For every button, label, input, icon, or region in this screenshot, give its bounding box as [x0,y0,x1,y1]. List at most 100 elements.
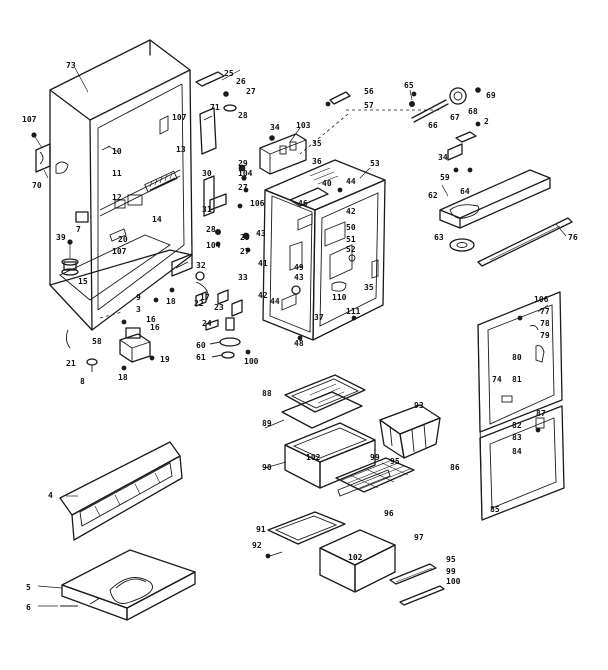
callout-label: 104 [238,169,253,178]
callout-label: 26 [236,77,246,86]
callout-label: 28 [238,111,248,120]
callout-label: 41 [258,259,268,268]
callout-label: 58 [92,337,102,346]
callout-label: 96 [384,509,394,518]
door-bin [379,404,441,459]
callout-label: 85 [490,505,500,514]
callout-label: 76 [568,233,578,242]
callout-label: 14 [152,215,162,224]
leader-lines [37,67,567,607]
connector-plug [299,91,440,155]
callout-label: 107 [172,113,187,122]
callout-label: 74 [492,375,502,384]
callout-label: 27 [240,247,250,256]
callout-label: 102 [348,553,363,562]
callout-label: 97 [414,533,424,542]
callout-label: 16 [150,323,160,332]
callout-label: 24 [202,319,212,328]
callout-label: 59 [440,173,450,182]
callout-label: 67 [450,113,460,122]
callout-label: 49 [294,263,304,272]
callout-label: 6 [26,603,31,612]
callout-label: 33 [238,273,248,282]
callout-label: 17 [200,293,210,302]
callout-label: 12 [112,193,122,202]
callout-label: 22 [194,299,204,308]
callout-label: 2 [484,117,489,126]
callout-label: 27 [246,87,256,96]
callout-label: 16 [146,315,156,324]
callout-label: 15 [78,277,88,286]
callout-label: 89 [262,419,272,428]
callout-label: 50 [346,223,356,232]
callout-label: 51 [346,235,356,244]
callout-label: 106 [534,295,549,304]
callout-label: 30 [202,169,212,178]
callout-label: 68 [468,107,478,116]
callout-label: 40 [322,179,332,188]
callout-label: 56 [364,87,374,96]
callout-label: 57 [364,101,374,110]
callout-label: 95 [446,555,456,564]
callout-label: 7 [76,225,81,234]
callout-label: 90 [262,463,272,472]
callout-label: 63 [434,233,444,242]
callout-label: 93 [414,401,424,410]
callout-label: 80 [512,353,522,362]
callout-label: 11 [112,169,122,178]
callout-label: 70 [32,181,42,190]
callout-label: 86 [450,463,460,472]
top-control-housing [259,133,307,175]
callout-label: 92 [252,541,262,550]
callout-label: 21 [66,359,76,368]
callout-label: 64 [460,187,470,196]
callout-label: 82 [512,421,522,430]
callout-label: 20 [118,235,128,244]
glass-shelf [281,374,366,429]
callout-label: 66 [428,121,438,130]
callout-label: 29 [238,159,248,168]
callout-label: 5 [26,583,31,592]
callout-label: 102 [306,453,321,462]
callout-label: 34 [438,153,448,162]
callout-label: 107 [22,115,37,124]
evaporator-assembly [439,169,573,267]
callout-label: 78 [540,319,550,328]
callout-label: 104 [206,241,221,250]
callout-label: 28 [206,225,216,234]
callout-label: 3 [136,305,141,314]
callout-label: 13 [176,145,186,154]
callout-label: 100 [244,357,259,366]
callout-label: 77 [540,307,550,316]
callout-label: 44 [270,297,280,306]
callout-label: 95 [390,457,400,466]
callout-label: 106 [250,199,265,208]
callout-label: 25 [224,69,234,78]
callout-label: 43 [256,229,266,238]
callout-label: 65 [404,81,414,90]
callout-label: 32 [196,261,206,270]
callout-label: 39 [56,233,66,242]
side-bracket [31,132,69,174]
callout-label: 84 [512,447,522,456]
callout-label: 73 [66,61,76,70]
callout-label: 19 [160,355,170,364]
defrost-control [408,87,481,173]
callout-label: 91 [256,525,266,534]
callout-label: 29 [240,233,250,242]
callout-label: 46 [298,199,308,208]
callout-label: 81 [512,375,522,384]
callout-label: 18 [166,297,176,306]
callout-labels: 73 107 70 10 11 12 13 107 7 39 15 20 107… [22,61,578,612]
callout-label: 18 [118,373,128,382]
callout-label: 31 [202,205,212,214]
callout-label: 69 [486,91,496,100]
callout-label: 36 [312,157,322,166]
callout-label: 27 [238,183,248,192]
crisper-drawer-upper [284,422,376,489]
callout-label: 62 [428,191,438,200]
control-brackets [153,71,251,331]
callout-label: 110 [332,293,347,302]
callout-label: 60 [196,341,206,350]
